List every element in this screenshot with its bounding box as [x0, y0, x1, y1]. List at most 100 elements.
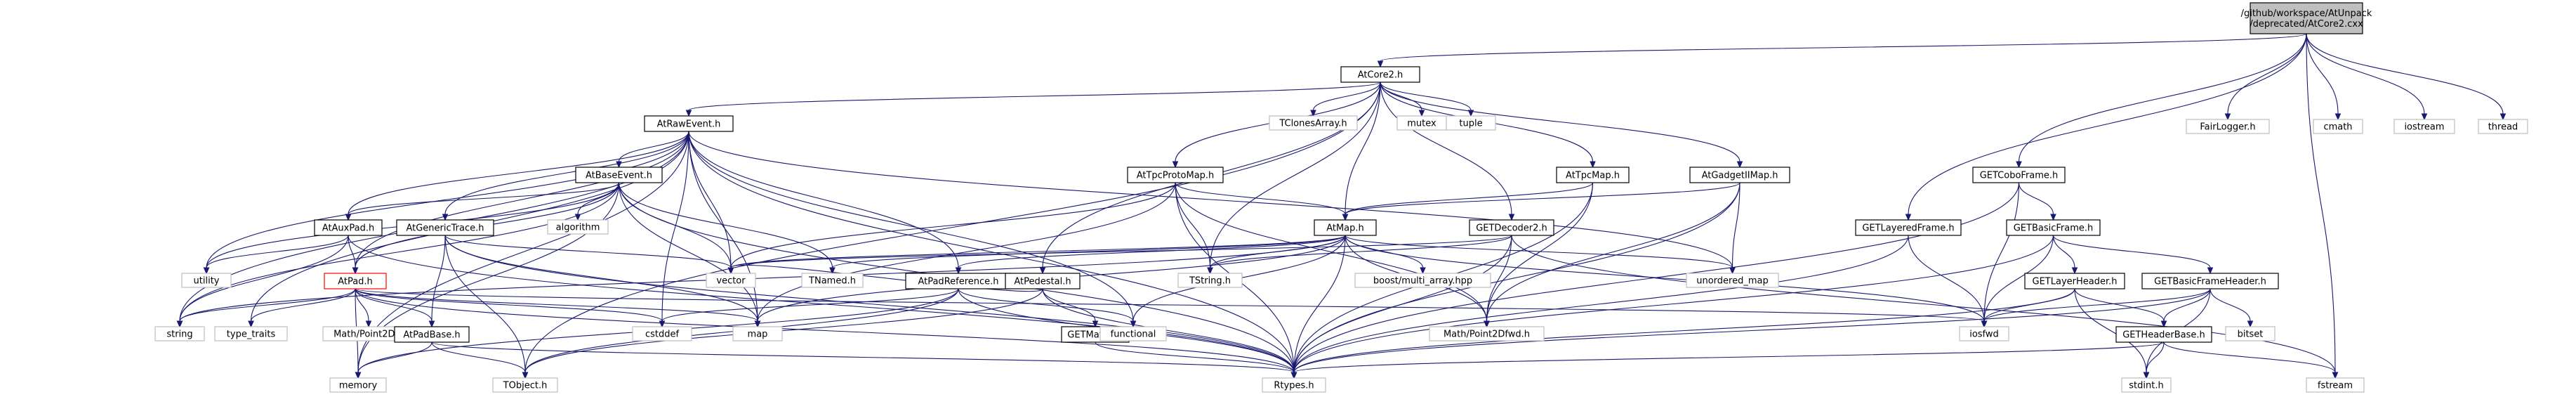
node-getheaderbase-h[interactable]: GETHeaderBase.h	[2115, 326, 2212, 343]
node-fstream: fstream	[2306, 377, 2365, 393]
nodes-layer: /github/workspace/AtUnpack/deprecated/At…	[154, 2, 2528, 393]
node-label: fstream	[2318, 381, 2353, 391]
node-atauxpad-h[interactable]: AtAuxPad.h	[314, 219, 383, 236]
node-atpadreference-h[interactable]: AtPadReference.h	[905, 273, 1012, 289]
node-fairlogger-h: FairLogger.h	[2186, 119, 2270, 134]
node-atpedestal-h[interactable]: AtPedestal.h	[1005, 273, 1081, 289]
node-atgadgetiimap-h[interactable]: AtGadgetIIMap.h	[1689, 167, 1790, 183]
node-label: AtBaseEvent.h	[586, 171, 652, 181]
node-label: TClonesArray.h	[1279, 119, 1347, 129]
node-getlayeredframe-h[interactable]: GETLayeredFrame.h	[1855, 219, 1962, 236]
node-atrawevent-h[interactable]: AtRawEvent.h	[644, 115, 734, 132]
edge-atpad-to-typetraits	[248, 288, 356, 328]
node-tstring-h: TString.h	[1177, 273, 1243, 288]
edge-atbaseevent-to-vector	[618, 182, 734, 275]
edge-attpcmap-to-mathpoint2dfwd	[1484, 182, 1594, 328]
edge-atpadreference-to-functional	[958, 288, 1137, 328]
node-attpcprotomap-h[interactable]: AtTpcProtoMap.h	[1127, 167, 1224, 183]
edge-getheaderbase-to-stdint	[2143, 341, 2165, 379]
node-label: bitset	[2238, 330, 2264, 340]
node-label: string	[166, 330, 192, 340]
node-type-traits: type_traits	[214, 326, 288, 341]
node-label: iosfwd	[1969, 330, 1999, 340]
node-label: TObject.h	[503, 381, 548, 391]
edge-root-to-getcoboframe	[2016, 33, 2307, 169]
edge-atpad-to-string	[176, 288, 356, 328]
edge-atauxpad-to-atpad	[348, 235, 359, 275]
node-label: functional	[1111, 330, 1156, 340]
node-getdecoder2-h[interactable]: GETDecoder2.h	[1469, 219, 1554, 236]
node-math-point2dfwd-h: Math/Point2Dfwd.h	[1429, 326, 1545, 341]
node-getbasicframe-h[interactable]: GETBasicFrame.h	[2006, 219, 2101, 236]
edge-atcore2-to-mutex	[1380, 82, 1425, 117]
edge-getbasicframe-to-getbasicframeheader	[2052, 235, 2214, 275]
node-getcoboframe-h[interactable]: GETCoboFrame.h	[1972, 167, 2066, 183]
edge-atcore2-to-atrawevent	[685, 82, 1381, 117]
node-label: utility	[194, 276, 220, 287]
edge-root-to-iostream	[2306, 33, 2428, 121]
edge-getcoboframe-to-iosfwd	[1981, 182, 2020, 328]
node-label: cstddef	[645, 330, 680, 340]
node-label: GETBasicFrame.h	[2014, 223, 2094, 234]
node-label: AtPadBase.h	[403, 330, 460, 341]
edge-atpad-to-atpadbase	[355, 288, 435, 328]
node-atcore2-h[interactable]: AtCore2.h	[1340, 66, 1420, 83]
node-label: boost/multi_array.hpp	[1373, 276, 1472, 287]
node-getlayerheader-h[interactable]: GETLayerHeader.h	[2024, 273, 2125, 289]
edge-getlayerheader-to-getheaderbase	[2074, 288, 2167, 328]
node-label: AtTpcMap.h	[1566, 171, 1620, 181]
node-label: FairLogger.h	[2200, 122, 2255, 133]
node-tnamed-h: TNamed.h	[801, 273, 864, 288]
node-vector: vector	[706, 273, 756, 288]
node-label: GETLayerHeader.h	[2033, 277, 2118, 287]
edge-getheaderbase-to-fstream	[2163, 341, 2339, 379]
node-atmap-h[interactable]: AtMap.h	[1314, 219, 1377, 236]
node-github-workspace-atunpack-deprecated-atcore2-cxx[interactable]: /github/workspace/AtUnpack/deprecated/At…	[2241, 2, 2372, 34]
edge-root-to-getlayeredframe	[1905, 33, 2307, 221]
node-label: map	[748, 330, 768, 340]
node-math-point2d-h: Math/Point2D.h	[322, 326, 415, 341]
node-getbasicframeheader-h[interactable]: GETBasicFrameHeader.h	[2141, 273, 2279, 289]
edge-getheaderbase-to-rtypes	[1290, 341, 2165, 379]
edge-getdecoder2-to-vector	[727, 235, 1512, 275]
edge-attpcprotomap-to-atmap	[1175, 182, 1349, 221]
node-label: AtRawEvent.h	[657, 119, 721, 130]
edge-atgenerictrace-to-tobject	[444, 235, 529, 379]
node-tobject-h: TObject.h	[492, 377, 558, 393]
edge-getcoboframe-to-getbasicframe	[2018, 182, 2056, 221]
node-atbaseevent-h[interactable]: AtBaseEvent.h	[575, 167, 663, 183]
node-label: /github/workspace/AtUnpack	[2241, 8, 2372, 19]
node-boost-multi-array-hpp: boost/multi_array.hpp	[1354, 273, 1491, 288]
edge-atbaseevent-to-tnamed	[618, 182, 835, 275]
edge-root-to-fstream	[2306, 33, 2339, 379]
node-functional: functional	[1099, 326, 1167, 341]
node-label: GETCoboFrame.h	[1980, 171, 2059, 181]
node-label: Math/Point2D.h	[333, 330, 404, 340]
node-algorithm: algorithm	[547, 219, 609, 235]
edge-root-to-atcore2	[1377, 33, 2307, 68]
edge-atmap-to-tnamed	[829, 235, 1346, 275]
node-label: stdint.h	[2129, 381, 2163, 391]
edge-getlayeredframe-to-iosfwd	[1908, 235, 1988, 328]
node-label: mutex	[1407, 119, 1436, 129]
node-attpcmap-h[interactable]: AtTpcMap.h	[1556, 167, 1630, 183]
node-iosfwd: iosfwd	[1959, 326, 2009, 341]
node-bitset: bitset	[2225, 326, 2276, 341]
edge-atcore2-to-tuple	[1380, 82, 1474, 117]
node-atpadbase-h[interactable]: AtPadBase.h	[394, 326, 470, 343]
edge-getlayeredframe-to-rtypes	[1290, 235, 1909, 379]
node-atpad-h: AtPad.h	[324, 273, 387, 289]
edge-atauxpad-to-utility	[203, 235, 349, 275]
node-label: AtPedestal.h	[1014, 277, 1071, 287]
node-label: GETBasicFrameHeader.h	[2154, 277, 2266, 287]
node-atgenerictrace-h[interactable]: AtGenericTrace.h	[396, 219, 494, 236]
edge-getbasicframeheader-to-bitset	[2210, 288, 2254, 328]
edge-atcore2-to-atmap	[1342, 82, 1381, 221]
edge-getmath2-to-rtypes	[1095, 341, 1297, 379]
node-label: iostream	[2404, 122, 2444, 133]
node-label: GETDecoder2.h	[1476, 223, 1547, 234]
node-tclonesarray-h: TClonesArray.h	[1269, 115, 1358, 131]
node-thread: thread	[2478, 119, 2528, 134]
node-cstddef: cstddef	[632, 326, 692, 341]
